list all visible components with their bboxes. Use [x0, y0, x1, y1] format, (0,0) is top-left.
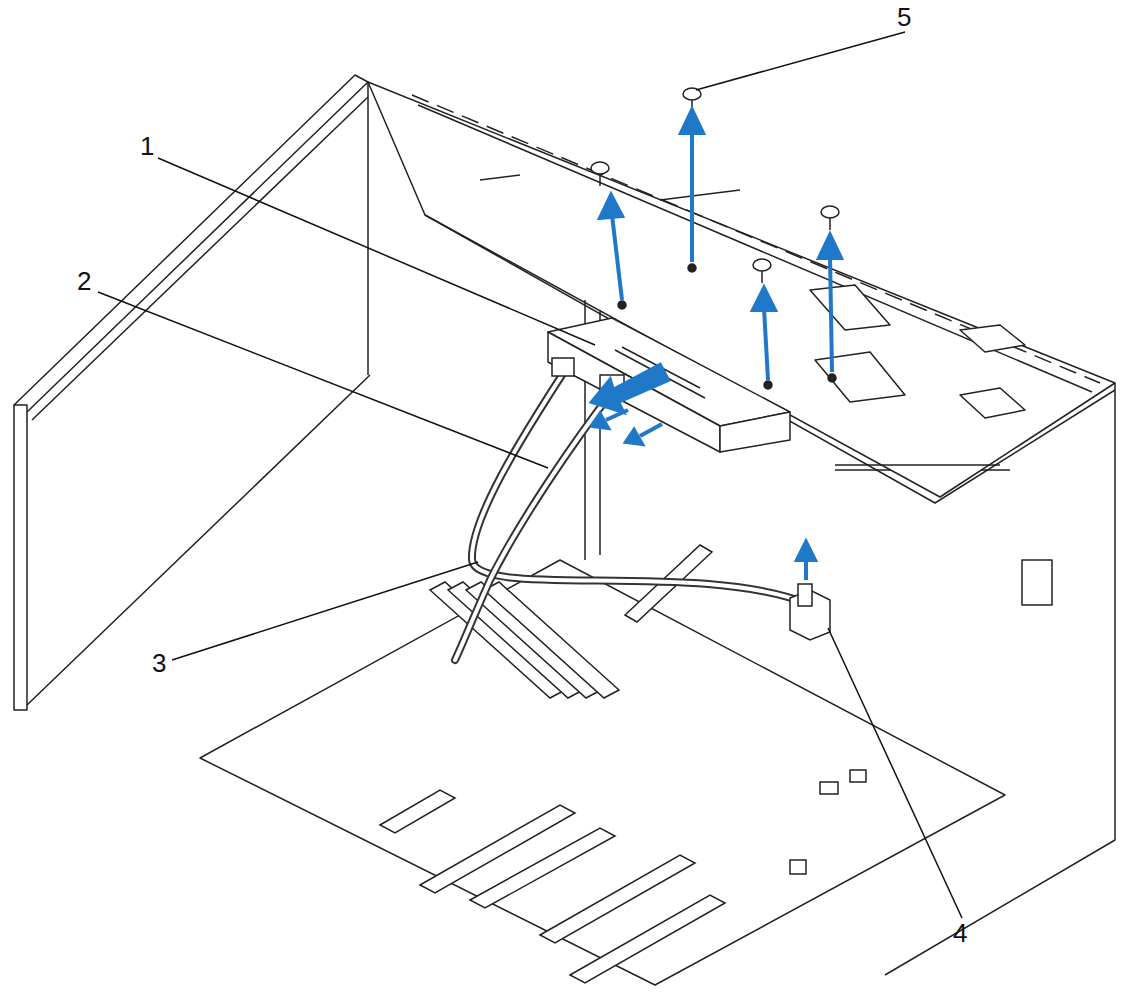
- front-bottom: [27, 375, 370, 705]
- arrow-shaft: [830, 255, 832, 372]
- screw-hole: [618, 301, 626, 309]
- screw-hole: [764, 381, 772, 389]
- arrow-head: [626, 430, 642, 444]
- screw-hole: [828, 374, 836, 382]
- top-plate: [368, 82, 1115, 497]
- arrow-head: [600, 195, 622, 218]
- plug: [552, 358, 574, 376]
- screw-shaft: [599, 174, 601, 186]
- front-edge: [14, 405, 27, 710]
- screw: [591, 162, 609, 174]
- cable: [472, 375, 808, 604]
- arrow-head: [797, 542, 815, 560]
- rail-slots: [412, 95, 1100, 383]
- arrow-shaft: [640, 424, 662, 436]
- rear-port: [1022, 560, 1052, 605]
- arrow-shaft: [764, 308, 768, 380]
- screw: [821, 206, 839, 218]
- leader-line: [98, 292, 548, 468]
- leader-line: [158, 158, 595, 345]
- plate-cutout: [810, 285, 890, 330]
- motherboard: [200, 560, 1005, 985]
- leader-line: [172, 562, 478, 660]
- reader-front: [548, 332, 720, 452]
- expansion-slot: [380, 790, 455, 833]
- arrow-head: [681, 110, 703, 133]
- connector-latch: [798, 584, 812, 606]
- board-part: [790, 860, 806, 874]
- screw-shaft: [761, 271, 763, 283]
- callout-number: 4: [953, 920, 967, 946]
- callout-number: 1: [140, 133, 154, 159]
- callout-number: 3: [152, 650, 166, 676]
- arrow-shaft: [606, 410, 628, 420]
- motion-arrows: [592, 110, 841, 580]
- arrow-head: [819, 235, 841, 258]
- expansion-slot: [570, 895, 725, 983]
- rail-edge: [418, 105, 1092, 392]
- screw-hole: [688, 264, 696, 272]
- plate-cutout: [960, 325, 1025, 352]
- front-inner: [32, 97, 368, 420]
- arrow-shaft: [690, 130, 694, 262]
- board-part: [820, 782, 838, 794]
- big-arrow: [592, 365, 668, 412]
- plate-cutout: [960, 388, 1025, 418]
- plate-mark: [480, 175, 520, 180]
- arrow-shaft: [612, 215, 622, 300]
- cables: [455, 375, 808, 660]
- cable: [472, 375, 808, 604]
- plugs: [552, 358, 830, 640]
- memory-slot: [484, 582, 619, 698]
- board-part: [850, 770, 866, 782]
- plate-cutout: [815, 352, 905, 402]
- arrow-head: [592, 414, 608, 428]
- front-side: [367, 82, 369, 375]
- cable: [455, 392, 612, 660]
- leader-line: [696, 32, 905, 90]
- leader-lines: [98, 32, 962, 918]
- screws: [591, 88, 839, 389]
- expansion-slot: [470, 828, 615, 908]
- screw: [753, 259, 771, 271]
- leader-line: [828, 628, 962, 918]
- reader-side: [720, 412, 790, 452]
- callout-number: 5: [897, 4, 911, 30]
- front-rim: [14, 75, 368, 412]
- memory-slot: [466, 582, 601, 698]
- cable: [455, 392, 612, 660]
- callout-number: 2: [77, 268, 91, 294]
- arrow-head: [753, 288, 775, 310]
- chassis: [14, 75, 1115, 985]
- board-slots: [380, 545, 866, 983]
- plate-mark: [660, 190, 740, 200]
- shelf-line: [835, 464, 1000, 466]
- expansion-slot: [420, 805, 575, 893]
- screw-shaft: [829, 218, 831, 230]
